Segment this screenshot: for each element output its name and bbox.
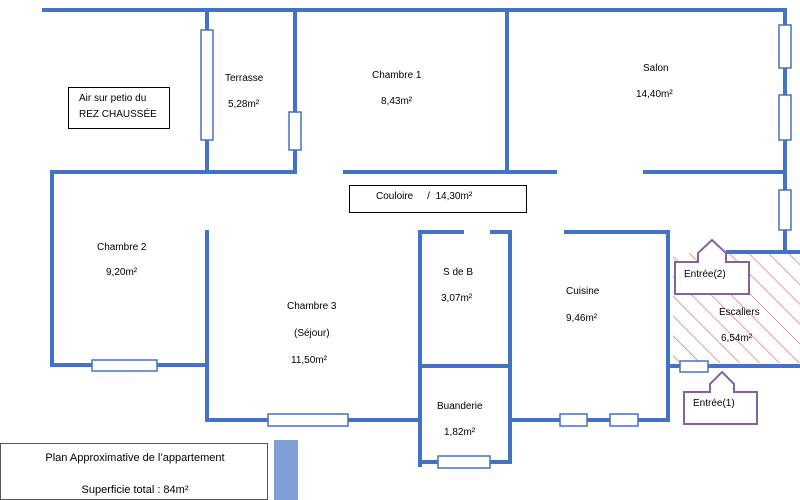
window xyxy=(778,94,792,141)
sdb-name: S de B xyxy=(443,267,474,278)
window xyxy=(778,189,792,231)
window xyxy=(559,413,588,427)
legend-total: Superficie total : 84m² xyxy=(81,484,189,496)
buanderie-area: 1,82m² xyxy=(444,427,476,438)
couloir-box xyxy=(349,185,527,213)
buanderie-name: Buanderie xyxy=(437,401,483,412)
air-line2: REZ CHAUSSÉE xyxy=(79,109,157,120)
cuisine-area: 9,46m² xyxy=(566,313,598,324)
air-box xyxy=(68,87,170,129)
chambre2-area: 9,20m² xyxy=(106,267,138,278)
terrasse-area: 5,28m² xyxy=(228,99,260,110)
chambre3-sub: (Séjour) xyxy=(294,328,330,339)
legend-title: Plan Approximative de l’appartement xyxy=(45,452,225,464)
chambre3-name: Chambre 3 xyxy=(287,301,337,312)
window xyxy=(288,111,302,151)
entree1-label: Entrée(1) xyxy=(693,398,735,409)
walls xyxy=(42,8,800,467)
entree1-arrow xyxy=(683,370,758,425)
chambre2-name: Chambre 2 xyxy=(97,242,147,253)
salon-area: 14,40m² xyxy=(636,89,673,100)
entree2-arrow xyxy=(674,238,750,295)
window xyxy=(778,24,792,69)
window xyxy=(200,29,214,141)
terrasse-name: Terrasse xyxy=(225,73,264,84)
legend-bar xyxy=(274,440,298,500)
window xyxy=(437,455,491,469)
chambre1-name: Chambre 1 xyxy=(372,70,422,81)
window xyxy=(609,413,639,427)
couloir-label: Couloire / 14,30m² xyxy=(376,191,473,202)
window xyxy=(267,413,349,427)
air-line1: Air sur petio du xyxy=(79,93,147,104)
legend-panel: Plan Approximative de l’appartement Supe… xyxy=(0,443,268,500)
cuisine-name: Cuisine xyxy=(566,286,600,297)
entree2-label: Entrée(2) xyxy=(684,269,726,280)
window xyxy=(679,360,709,373)
escaliers-area: 6,54m² xyxy=(721,333,753,344)
windows xyxy=(91,24,792,469)
sdb-area: 3,07m² xyxy=(441,293,473,304)
chambre1-area: 8,43m² xyxy=(381,96,413,107)
window xyxy=(91,359,158,372)
chambre3-area: 11,50m² xyxy=(291,355,327,366)
escaliers-name: Escaliers xyxy=(719,307,760,318)
salon-name: Salon xyxy=(643,63,669,74)
